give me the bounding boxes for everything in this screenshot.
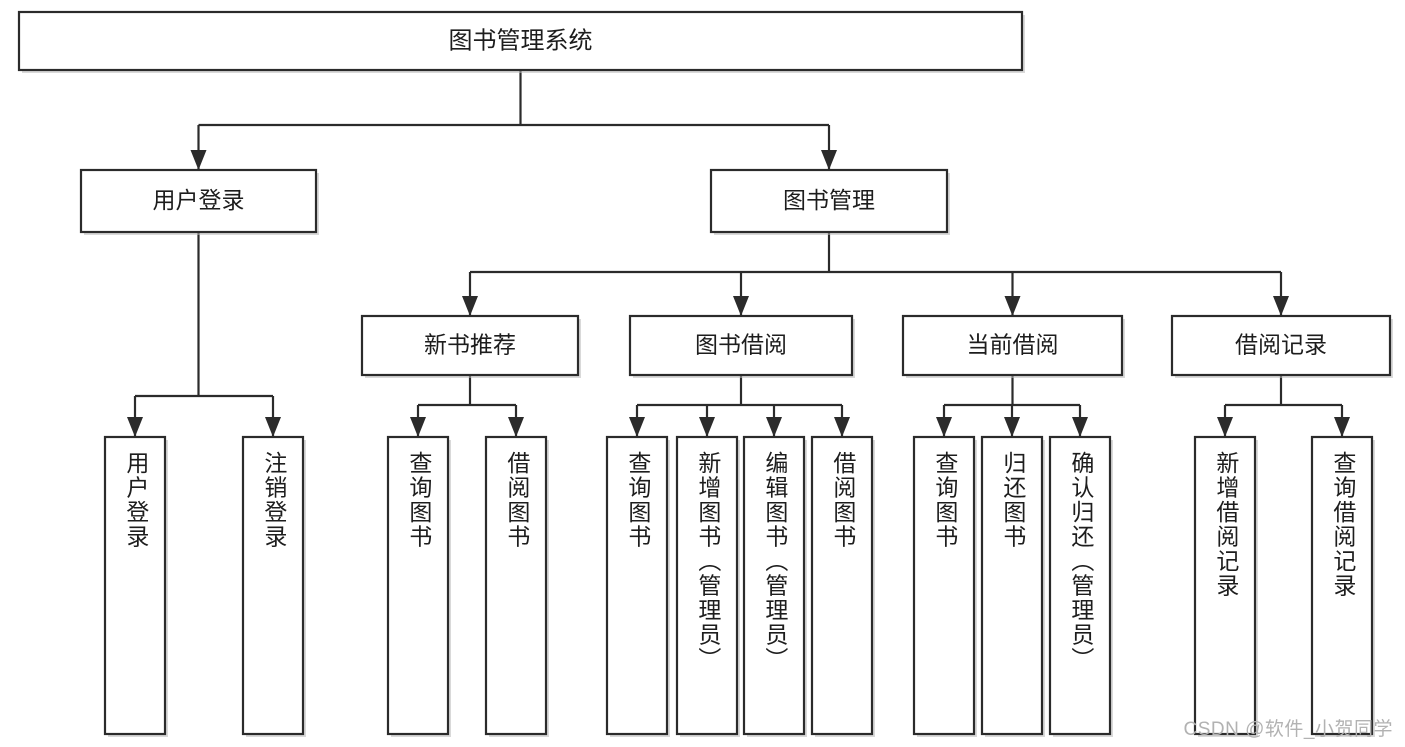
box-outline[interactable]: [980, 435, 1044, 736]
node-leaf-0[interactable]: [103, 435, 168, 737]
node-label: 当前借阅: [967, 332, 1059, 358]
box-outline[interactable]: [360, 314, 580, 377]
arrow-head-icon: [1217, 417, 1233, 437]
box-outline[interactable]: [675, 435, 739, 736]
node-leaf-2[interactable]: [386, 435, 451, 737]
arrow-head-icon: [733, 296, 749, 316]
node-label: 图书借阅: [695, 332, 787, 358]
arrow-head-icon: [699, 417, 715, 437]
box-outline[interactable]: [386, 435, 450, 736]
arrow-head-icon: [127, 417, 143, 437]
box-outline[interactable]: [1310, 435, 1374, 736]
arrow-head-icon: [1072, 417, 1088, 437]
node-label: 借阅记录: [1235, 332, 1327, 358]
arrow-head-icon: [265, 417, 281, 437]
box-outline[interactable]: [241, 435, 305, 736]
node-label: 新书推荐: [424, 332, 516, 358]
connectors-layer: [127, 70, 1350, 437]
arrow-head-icon: [821, 150, 837, 170]
node-leaf-12[interactable]: [1310, 435, 1375, 737]
node-leaf-10[interactable]: [1048, 435, 1113, 737]
arrow-head-icon: [508, 417, 524, 437]
node-leaf-7[interactable]: [810, 435, 875, 737]
box-outline[interactable]: [17, 10, 1024, 72]
node-leaf-1[interactable]: [241, 435, 306, 737]
node-level3-3[interactable]: 借阅记录: [1170, 314, 1393, 378]
node-label: 用户登录: [153, 187, 245, 213]
arrow-head-icon: [190, 150, 207, 170]
arrow-head-icon: [936, 417, 952, 437]
node-leaf-9[interactable]: [980, 435, 1045, 737]
arrow-head-icon: [1273, 296, 1289, 316]
box-outline[interactable]: [709, 168, 949, 234]
node-level2-1[interactable]: 图书管理: [709, 168, 950, 235]
watermark-text: CSDN @软件_小贺同学: [1183, 719, 1393, 740]
arrow-head-icon: [1004, 296, 1021, 316]
arrow-head-icon: [410, 417, 426, 437]
node-level2-0[interactable]: 用户登录: [79, 168, 319, 235]
box-outline[interactable]: [810, 435, 874, 736]
node-level3-1[interactable]: 图书借阅: [628, 314, 855, 378]
node-level3-2[interactable]: 当前借阅: [901, 314, 1125, 378]
node-leaf-4[interactable]: [605, 435, 670, 737]
node-label: 图书管理: [783, 187, 875, 213]
box-outline[interactable]: [742, 435, 806, 736]
box-outline[interactable]: [103, 435, 167, 736]
node-leaf-5[interactable]: [675, 435, 740, 737]
node-label: 图书管理系统: [449, 27, 593, 54]
box-outline[interactable]: [1170, 314, 1392, 377]
node-leaf-8[interactable]: [912, 435, 977, 737]
arrow-head-icon: [629, 417, 645, 437]
arrow-head-icon: [1004, 417, 1020, 437]
box-outline[interactable]: [605, 435, 669, 736]
box-outline[interactable]: [628, 314, 854, 377]
arrow-head-icon: [766, 417, 782, 437]
arrow-head-icon: [834, 417, 850, 437]
box-outline[interactable]: [1048, 435, 1112, 736]
arrow-head-icon: [462, 296, 478, 316]
box-outline[interactable]: [901, 314, 1124, 377]
node-e59bbee4b9a6e7aea1e79086-root[interactable]: 图书管理系统: [17, 10, 1025, 73]
box-outline[interactable]: [1193, 435, 1257, 736]
box-outline[interactable]: [484, 435, 548, 736]
node-leaf-3[interactable]: [484, 435, 549, 737]
box-outline[interactable]: [912, 435, 976, 736]
node-leaf-6[interactable]: [742, 435, 807, 737]
node-leaf-11[interactable]: [1193, 435, 1258, 737]
arrow-head-icon: [1334, 417, 1350, 437]
box-outline[interactable]: [79, 168, 318, 234]
node-level3-0[interactable]: 新书推荐: [360, 314, 581, 378]
